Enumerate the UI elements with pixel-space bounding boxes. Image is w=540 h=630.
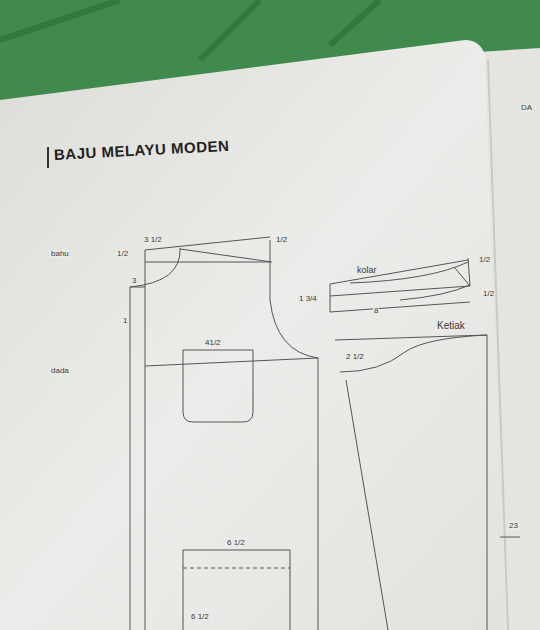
shoulder-line [145,237,270,250]
centre-front-line [130,287,131,630]
collar-curve [350,258,470,300]
floor-stripe [0,0,380,60]
leader-line [500,537,520,538]
sleeve-underarm [346,380,388,630]
front-line [145,250,146,630]
sleeve-top [335,335,487,340]
neck-curve [130,248,180,287]
collar-end [330,284,331,312]
dimension: 1/2 [275,236,288,244]
pocket-fold [183,568,290,569]
guide-line [145,262,270,263]
chest-line [145,358,318,366]
left-page [0,40,505,630]
page-gutter [488,60,508,630]
sleeve-cap [340,335,487,372]
dimension: 1/2 [116,250,129,258]
dimension: 1/2 [478,256,491,264]
page-marker: DA [520,104,533,112]
collar-top [330,260,468,284]
dimension: 2 1/2 [345,353,365,361]
part-label: bahu [50,250,70,258]
dimension: 3 [131,277,137,285]
armhole-curve [270,240,318,358]
title-bar [47,147,49,168]
part-label: Ketiak [436,321,466,331]
neck-guide [130,287,145,288]
side-seam [318,358,319,630]
dimension: 6 1/2 [226,539,246,547]
dimension: 23 [508,522,519,530]
part-label: kolar [356,266,378,275]
lower-pocket [183,550,290,630]
dimension: 3 1/2 [143,236,163,244]
dimension: 1/2 [482,290,495,298]
dimension: 41/2 [204,339,222,347]
dimension: 6 1/2 [190,613,210,621]
chest-pocket [183,350,253,422]
collar-bottom [330,302,470,312]
dimension: 1 [122,317,128,325]
sleeve-fold [487,335,488,630]
collar-guide [330,286,470,296]
dimension: 1 3/4 [298,295,318,303]
dimension: 8 [373,307,379,315]
shoulder-slope [180,249,272,262]
part-label: dada [50,367,70,375]
